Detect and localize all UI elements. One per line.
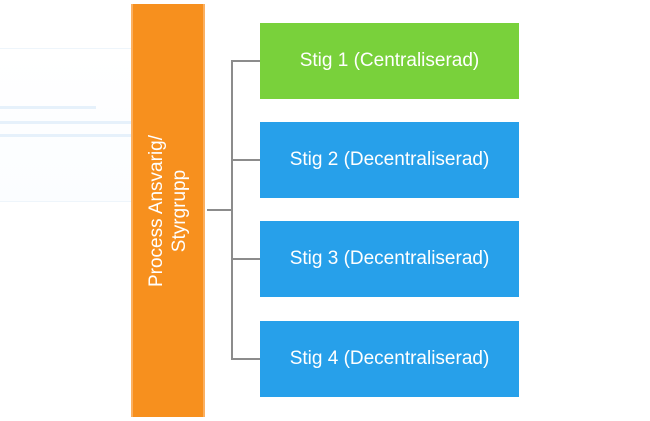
background-panel [0, 48, 133, 202]
background-stripe [0, 134, 132, 137]
connector-branch-3 [231, 258, 260, 260]
root-node: Process Ansvarig/ Styrgrupp [131, 4, 205, 417]
child-node-stig-3: Stig 3 (Decentraliserad) [260, 221, 519, 297]
child-node-stig-4: Stig 4 (Decentraliserad) [260, 321, 519, 397]
root-node-label: Process Ansvarig/ Styrgrupp [146, 134, 190, 287]
child-node-stig-1: Stig 1 (Centraliserad) [260, 23, 519, 99]
child-node-label: Stig 3 (Decentraliserad) [289, 248, 490, 269]
connector-root-stub [207, 209, 232, 211]
connector-vertical [231, 60, 233, 360]
child-node-stig-2: Stig 2 (Decentraliserad) [260, 122, 519, 198]
connector-branch-4 [231, 358, 260, 360]
child-node-label: Stig 2 (Decentraliserad) [289, 149, 490, 170]
child-node-label: Stig 4 (Decentraliserad) [289, 348, 490, 369]
connector-branch-2 [231, 159, 260, 161]
background-stripe [0, 106, 96, 109]
background-stripe [0, 121, 132, 124]
child-node-label: Stig 1 (Centraliserad) [299, 50, 480, 71]
connector-branch-1 [231, 60, 260, 62]
